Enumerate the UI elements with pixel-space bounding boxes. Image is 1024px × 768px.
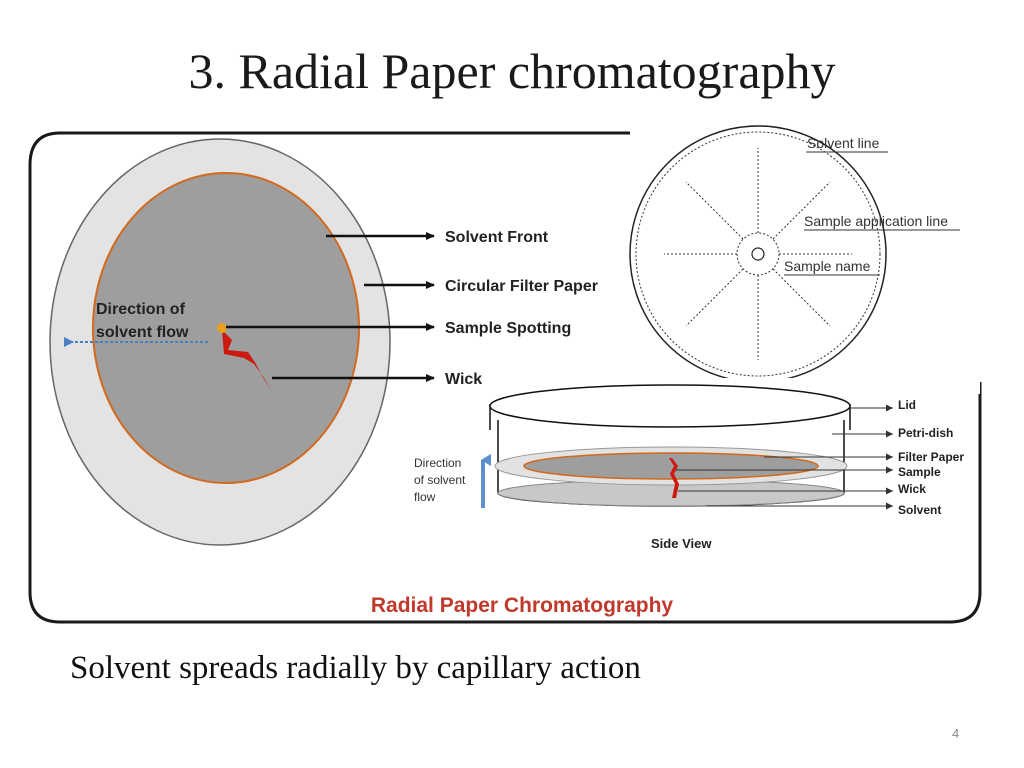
solvent-line-label: Solvent line	[807, 135, 880, 151]
sketch-center-spot	[751, 247, 765, 261]
side-view-diagram: Direction of solvent flow Lid Petri-dish…	[414, 378, 980, 551]
slide-title: 3. Radial Paper chromatography	[188, 43, 836, 99]
side-wick-label: Wick	[898, 482, 926, 496]
side-filter-paper-inner	[523, 452, 819, 480]
sample-name-label: Sample name	[784, 258, 871, 274]
figure-title: Radial Paper Chromatography	[371, 594, 674, 617]
sample-label: Sample	[898, 465, 941, 479]
side-direction-label-2: of solvent	[414, 473, 466, 487]
direction-label-line2: solvent flow	[96, 324, 189, 341]
circular-filter-paper-label: Circular Filter Paper	[445, 278, 598, 295]
side-direction-label-1: Direction	[414, 456, 461, 470]
wick	[222, 330, 272, 392]
figure-frame	[28, 131, 982, 624]
direction-label-line1: Direction of	[96, 301, 186, 318]
sketch-radial-lines	[664, 148, 852, 360]
wick-label: Wick	[445, 371, 482, 388]
top-view-diagram: Direction of solvent flow Solvent Front …	[49, 138, 598, 546]
sample-spot	[217, 323, 227, 333]
filter-paper-label: Filter Paper	[898, 450, 964, 464]
petri-dish-label: Petri-dish	[898, 426, 953, 440]
line-sketch-diagram: Solvent line Sample application line Sam…	[629, 125, 960, 383]
side-direction-label-3: flow	[414, 490, 436, 504]
slide-caption: Solvent spreads radially by capillary ac…	[70, 650, 641, 686]
page-number: 4	[952, 726, 960, 741]
solvent-front-label: Solvent Front	[445, 229, 549, 246]
lid-label: Lid	[898, 398, 916, 412]
lid	[489, 384, 851, 428]
sample-spotting-label: Sample Spotting	[445, 320, 571, 337]
sample-application-line-label: Sample application line	[804, 213, 948, 229]
side-wick	[669, 458, 679, 498]
sketch-solvent-line	[635, 131, 881, 377]
side-view-title: Side View	[651, 536, 712, 551]
solvent-label: Solvent	[898, 503, 941, 517]
